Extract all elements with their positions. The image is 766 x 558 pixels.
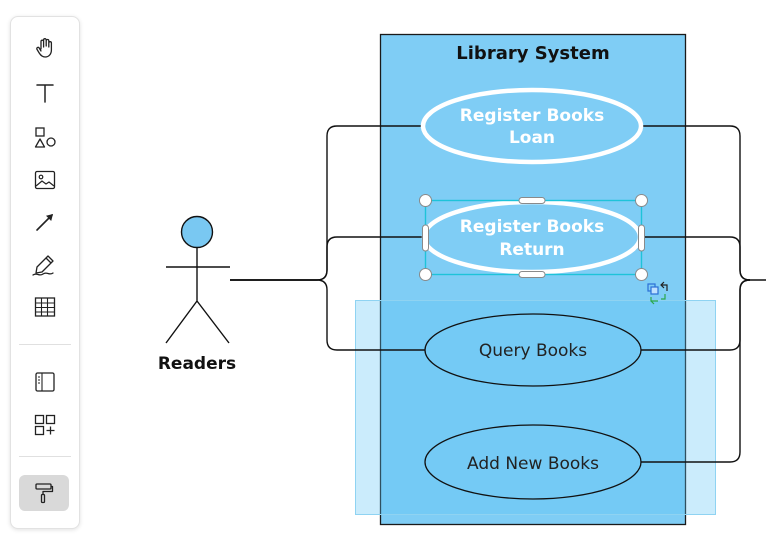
use-case-label: Return	[499, 240, 564, 260]
text-icon	[36, 84, 54, 103]
actor-body	[165, 248, 230, 344]
resize-handle[interactable]	[422, 224, 429, 252]
actor-head	[180, 215, 214, 249]
pen-icon	[32, 255, 54, 276]
actor-readers[interactable]: Readers	[158, 215, 236, 375]
image-tool[interactable]	[22, 163, 68, 197]
pen-tool[interactable]	[22, 249, 68, 283]
system-title: Library System	[456, 43, 609, 64]
use-case-ellipse	[424, 424, 642, 500]
use-case-ellipse	[420, 87, 644, 165]
resize-handle[interactable]	[635, 268, 648, 281]
resize-handle[interactable]	[419, 194, 432, 207]
connector-right-add[interactable]	[641, 279, 751, 463]
connectors	[230, 125, 766, 463]
use-case-label: Register Books	[460, 106, 604, 126]
use-case-register-loan[interactable]: Register Books Loan	[420, 87, 644, 165]
table-icon	[34, 297, 56, 317]
use-case-label: Add New Books	[467, 454, 599, 474]
template-icon	[35, 372, 55, 392]
resize-handle[interactable]	[635, 194, 648, 207]
add-component-tool[interactable]	[22, 408, 68, 442]
hand-tool[interactable]	[22, 31, 68, 65]
connector-return[interactable]	[230, 236, 424, 281]
templates-tool[interactable]	[22, 365, 68, 399]
actor-label: Readers	[158, 354, 236, 374]
selection-box[interactable]	[419, 194, 648, 281]
use-case-label: Register Books	[460, 217, 604, 237]
use-case-add-new-books[interactable]: Add New Books	[424, 424, 642, 500]
use-case-label: Loan	[509, 128, 555, 148]
add-component-icon	[34, 414, 56, 436]
use-case-ellipse	[424, 313, 642, 387]
text-tool[interactable]	[22, 76, 68, 110]
overlay-rectangle[interactable]	[355, 300, 716, 515]
replace-shape-icon[interactable]	[647, 281, 668, 305]
toolbar-divider	[19, 456, 71, 457]
format-painter-tool[interactable]	[19, 475, 69, 511]
resize-handle[interactable]	[638, 224, 645, 252]
arrow-icon	[36, 214, 53, 231]
shapes-tool[interactable]	[22, 121, 68, 155]
table-tool[interactable]	[22, 290, 68, 324]
image-icon	[34, 170, 56, 190]
toolbar-divider	[19, 344, 71, 345]
hand-icon	[36, 38, 53, 58]
arrow-tool[interactable]	[22, 205, 68, 239]
shapes-icon	[34, 127, 56, 148]
left-toolbar	[10, 16, 80, 529]
resize-handle[interactable]	[518, 271, 546, 278]
resize-handle[interactable]	[518, 197, 546, 204]
paint-roller-icon	[35, 483, 54, 504]
connector-query[interactable]	[230, 279, 425, 351]
use-case-query-books[interactable]: Query Books	[424, 313, 642, 387]
use-case-label: Query Books	[479, 341, 587, 361]
resize-handle[interactable]	[419, 268, 432, 281]
connector-right-return[interactable]	[641, 236, 751, 281]
